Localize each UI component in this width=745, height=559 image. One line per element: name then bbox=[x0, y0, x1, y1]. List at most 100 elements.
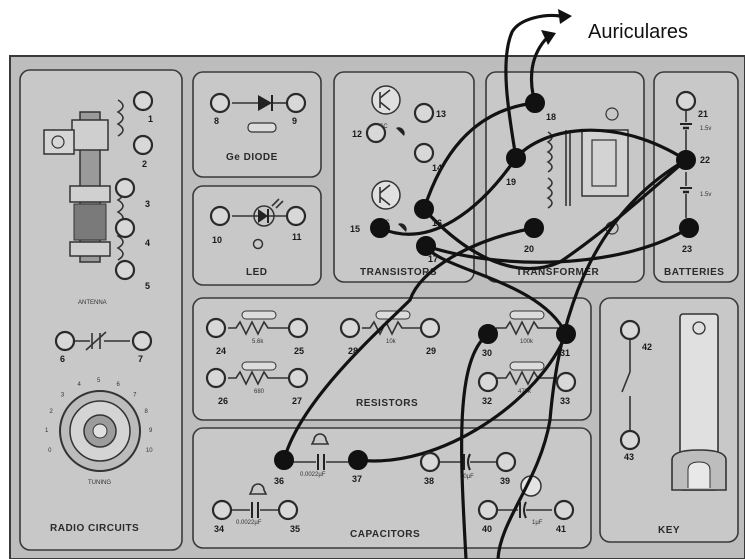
terminal-label-2: 2 bbox=[142, 159, 147, 169]
wire-headphone-1 bbox=[504, 13, 562, 160]
value-c34-35: 0.0022µF bbox=[236, 520, 262, 526]
terminal-40[interactable] bbox=[477, 499, 499, 521]
value-c36-37: 0.0022µF bbox=[300, 472, 326, 478]
terminal-6[interactable] bbox=[54, 330, 76, 352]
value-r26-27: 680 bbox=[254, 389, 265, 395]
terminal-14[interactable] bbox=[413, 142, 435, 164]
wire-16-18 bbox=[422, 101, 537, 211]
antenna-coil-icon bbox=[43, 99, 124, 263]
terminal-label-32: 32 bbox=[482, 396, 492, 406]
terminal-3[interactable] bbox=[114, 177, 136, 199]
wire-group bbox=[282, 9, 691, 559]
terminal-label-12: 12 bbox=[352, 129, 362, 139]
value-c38-39: 10µF bbox=[460, 474, 474, 480]
terminal-1[interactable] bbox=[132, 90, 154, 112]
terminal-25[interactable] bbox=[287, 317, 309, 339]
terminal-label-16: 16 bbox=[432, 218, 442, 228]
terminal-label-34: 34 bbox=[214, 524, 224, 534]
terminal-label-36: 36 bbox=[274, 476, 284, 486]
terminal-34[interactable] bbox=[211, 499, 233, 521]
terminal-12[interactable] bbox=[365, 122, 387, 144]
terminal-26[interactable] bbox=[205, 367, 227, 389]
terminal-9[interactable] bbox=[285, 92, 307, 114]
terminal-31[interactable] bbox=[556, 324, 576, 344]
terminal-18[interactable] bbox=[525, 93, 545, 113]
tuning-label: TUNING bbox=[88, 480, 111, 486]
terminal-43[interactable] bbox=[619, 429, 641, 451]
terminal-23[interactable] bbox=[679, 218, 699, 238]
terminal-label-27: 27 bbox=[292, 396, 302, 406]
terminal-label-14: 14 bbox=[432, 163, 442, 173]
resistors-label: RESISTORS bbox=[356, 398, 418, 409]
headphones-label: Auriculares bbox=[588, 21, 688, 43]
terminal-17[interactable] bbox=[416, 236, 436, 256]
terminal-label-43: 43 bbox=[624, 452, 634, 462]
terminal-label-5: 5 bbox=[145, 281, 150, 291]
arrow-up-right-icon bbox=[541, 30, 556, 45]
terminal-21[interactable] bbox=[675, 90, 697, 112]
terminal-7[interactable] bbox=[131, 330, 153, 352]
key-switch-icon[interactable] bbox=[621, 313, 727, 491]
terminal-label-31: 31 bbox=[560, 348, 570, 358]
diode-icon bbox=[232, 95, 286, 133]
terminal-41[interactable] bbox=[553, 499, 575, 521]
terminal-13[interactable] bbox=[413, 102, 435, 124]
terminal-38[interactable] bbox=[419, 451, 441, 473]
antenna-label: ANTENNA bbox=[78, 300, 107, 306]
terminal-label-33: 33 bbox=[560, 396, 570, 406]
terminal-22[interactable] bbox=[676, 150, 696, 170]
terminal-29[interactable] bbox=[419, 317, 441, 339]
terminal-11[interactable] bbox=[285, 205, 307, 227]
terminal-27[interactable] bbox=[287, 367, 309, 389]
terminal-label-13: 13 bbox=[436, 109, 446, 119]
terminal-label-15: 15 bbox=[350, 224, 360, 234]
transformer-icon bbox=[546, 107, 629, 235]
terminal-label-39: 39 bbox=[500, 476, 510, 486]
dial-number: 2 bbox=[49, 409, 53, 415]
value-c40-41: 1µF bbox=[532, 520, 543, 526]
terminal-33[interactable] bbox=[555, 371, 577, 393]
dial-number: 10 bbox=[146, 448, 153, 454]
terminal-label-1: 1 bbox=[148, 114, 153, 124]
terminal-35[interactable] bbox=[277, 499, 299, 521]
terminal-24[interactable] bbox=[205, 317, 227, 339]
terminal-label-21: 21 bbox=[698, 109, 708, 119]
terminal-label-6: 6 bbox=[60, 354, 65, 364]
terminal-32[interactable] bbox=[477, 371, 499, 393]
terminal-16[interactable] bbox=[414, 199, 434, 219]
terminal-label-40: 40 bbox=[482, 524, 492, 534]
value-bat-21-22: 1.5v bbox=[700, 126, 711, 132]
terminal-label-8: 8 bbox=[214, 116, 219, 126]
terminal-label-9: 9 bbox=[292, 116, 297, 126]
terminal-19[interactable] bbox=[506, 148, 526, 168]
terminal-28[interactable] bbox=[339, 317, 361, 339]
wire-31-37 bbox=[356, 332, 568, 463]
wire-22-bottom bbox=[496, 158, 688, 559]
capacitors-label: CAPACITORS bbox=[350, 529, 420, 540]
terminal-39[interactable] bbox=[495, 451, 517, 473]
terminal-label-23: 23 bbox=[682, 244, 692, 254]
transformer-label: TRANSFORMER bbox=[516, 267, 600, 278]
terminal-20[interactable] bbox=[524, 218, 544, 238]
tuning-dial-icon[interactable] bbox=[59, 390, 141, 472]
terminal-36[interactable] bbox=[274, 450, 294, 470]
value-r28-29: 10k bbox=[386, 339, 397, 345]
wire-30-bottom bbox=[460, 332, 490, 559]
terminal-label-25: 25 bbox=[294, 346, 304, 356]
transistors-label: TRANSISTORS bbox=[360, 267, 437, 278]
terminal-15[interactable] bbox=[370, 218, 390, 238]
radio-circuits-label: RADIO CIRCUITS bbox=[50, 523, 139, 534]
terminal-10[interactable] bbox=[209, 205, 231, 227]
terminal-8[interactable] bbox=[209, 92, 231, 114]
terminal-42[interactable] bbox=[619, 319, 641, 341]
terminal-label-11: 11 bbox=[292, 232, 302, 242]
terminal-4[interactable] bbox=[114, 217, 136, 239]
value-r30-31: 100k bbox=[520, 339, 534, 345]
wire-19-22 bbox=[514, 128, 688, 162]
terminal-2[interactable] bbox=[132, 134, 154, 156]
terminal-30[interactable] bbox=[478, 324, 498, 344]
terminal-37[interactable] bbox=[348, 450, 368, 470]
terminal-5[interactable] bbox=[114, 259, 136, 281]
